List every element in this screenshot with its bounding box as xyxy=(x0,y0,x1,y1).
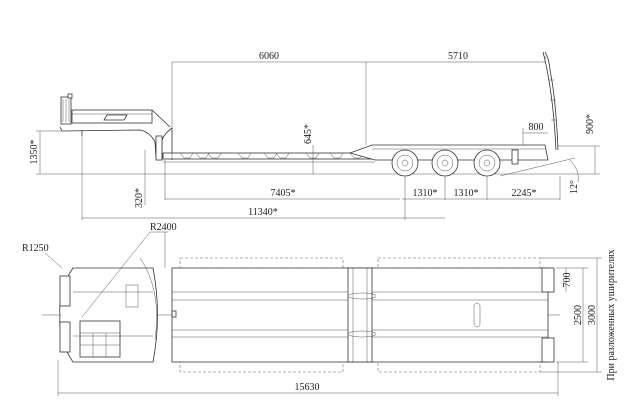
dim-width-extended: 3000 xyxy=(587,305,598,325)
dim-radius-front: R1250 xyxy=(22,243,49,254)
dim-axle-spacing-1: 1310* xyxy=(413,188,438,199)
extended-widener-note: При разложенных уширителях xyxy=(606,249,617,380)
dim-deck-rear: 5710 xyxy=(448,51,468,62)
top-dimension-lines xyxy=(44,231,602,396)
dim-gooseneck-height: 1350* xyxy=(29,140,40,165)
dim-kingpin-to-axle: 11340* xyxy=(248,207,278,218)
wheel xyxy=(391,149,419,177)
gooseneck-top xyxy=(59,231,158,363)
ramp-right xyxy=(541,337,555,363)
wheel xyxy=(473,149,501,177)
dim-ramp-height: 900* xyxy=(585,114,596,134)
side-view: 6060 5710 1350* 320* 645* 7405* 1310* 13… xyxy=(29,51,600,220)
lowbed-deck xyxy=(162,152,376,163)
dim-radius-swing: R2400 xyxy=(150,222,177,233)
dim-ramp-offset: 800 xyxy=(529,122,544,133)
dim-step-height: 645* xyxy=(303,124,314,144)
dim-rear-overhang: 2245* xyxy=(512,188,537,199)
dim-axle-spacing-2: 1310* xyxy=(454,188,479,199)
dim-overall-length: 15630 xyxy=(295,382,320,393)
gooseneck xyxy=(59,93,173,161)
wheel xyxy=(431,149,459,177)
dim-ramp-angle: 12° xyxy=(569,180,580,194)
dim-ramp-width: 700 xyxy=(562,273,573,288)
top-view: R1250 R2400 15630 700 2500 3000 При разл… xyxy=(22,222,617,396)
dim-deck-height: 320* xyxy=(134,188,145,208)
dim-deck-to-axle: 7405* xyxy=(271,188,296,199)
ramp-left xyxy=(541,267,555,293)
side-dimension-lines xyxy=(36,56,600,220)
wheels xyxy=(391,149,501,177)
dim-deck-front: 6060 xyxy=(259,51,279,62)
dim-width: 2500 xyxy=(573,305,584,325)
main-deck-top xyxy=(171,257,555,373)
